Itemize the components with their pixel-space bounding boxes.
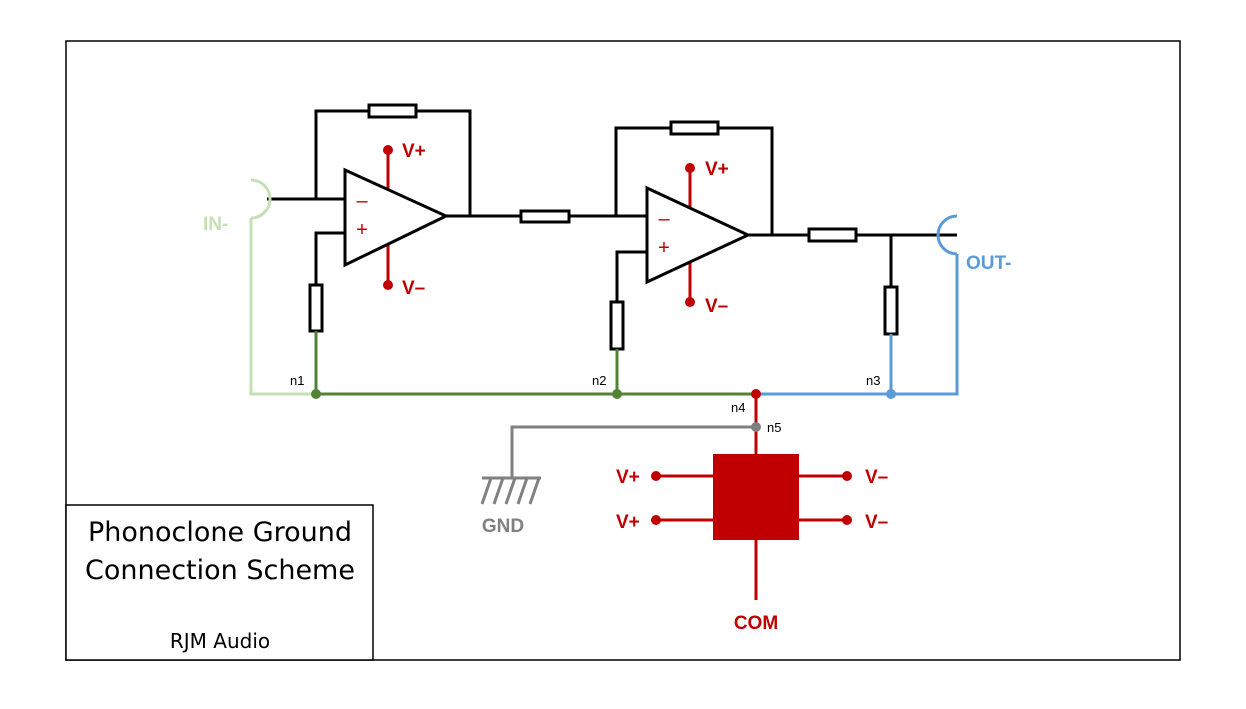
- input-label: IN-: [203, 214, 228, 235]
- opamp-2-minus-sign: –: [658, 208, 670, 230]
- psu-vplus-bottom-label: V+: [616, 512, 640, 533]
- opamp-2: – + V+ V–: [645, 159, 752, 317]
- opamp-1-vminus-label: V–: [402, 278, 425, 299]
- title-block-frame: [65, 504, 374, 661]
- resistor-input-1: [308, 283, 324, 333]
- opamp-1-vplus-label: V+: [402, 141, 426, 162]
- gnd-label: GND: [482, 516, 524, 537]
- opamp-1-plus-sign: +: [356, 219, 368, 241]
- psu-vminus-top-label: V–: [865, 467, 888, 488]
- resistor-output-series: [807, 227, 858, 243]
- outer-frame: [65, 40, 1181, 661]
- node-n2: [612, 389, 622, 399]
- node-n1-label: n1: [290, 373, 304, 388]
- resistor-feedback-1: [367, 103, 418, 119]
- power-supply-block: [713, 454, 799, 540]
- opamp-1: – + V+ V–: [343, 141, 450, 299]
- com-label: COM: [734, 613, 778, 634]
- resistor-feedback-2: [669, 120, 720, 136]
- chassis-ground: GND: [480, 425, 756, 537]
- output-label: OUT-: [966, 253, 1011, 274]
- output-jack: OUT-: [756, 214, 1011, 399]
- node-n5-label: n5: [767, 420, 781, 435]
- psu-vminus-bottom-label: V–: [865, 512, 888, 533]
- node-n4: [751, 389, 761, 399]
- author-label: RJM Audio: [170, 629, 270, 653]
- power-supply: V+ V+ V– V– COM: [616, 389, 888, 634]
- opamp-1-minus-sign: –: [356, 190, 368, 212]
- node-n4-label: n4: [731, 400, 745, 415]
- psu-vplus-top-label: V+: [616, 467, 640, 488]
- node-n5: [751, 422, 761, 432]
- resistor-interstage: [519, 209, 571, 224]
- signal-wiring: [267, 109, 957, 302]
- title-line-1: Phonoclone Ground: [88, 517, 352, 548]
- input-jack: IN-: [203, 178, 316, 396]
- signal-ground-bus: [314, 331, 756, 396]
- resistors: [308, 103, 899, 351]
- resistor-input-2: [609, 300, 625, 351]
- opamp-2-vplus-label: V+: [705, 159, 729, 180]
- opamp-2-vminus-label: V–: [705, 296, 728, 317]
- opamp-2-plus-sign: +: [658, 237, 670, 259]
- resistor-output-shunt: [883, 285, 899, 336]
- node-n3: [886, 389, 896, 399]
- title-line-2: Connection Scheme: [85, 555, 355, 586]
- node-n3-label: n3: [866, 373, 880, 388]
- node-n2-label: n2: [592, 373, 606, 388]
- node-n1: [311, 389, 321, 399]
